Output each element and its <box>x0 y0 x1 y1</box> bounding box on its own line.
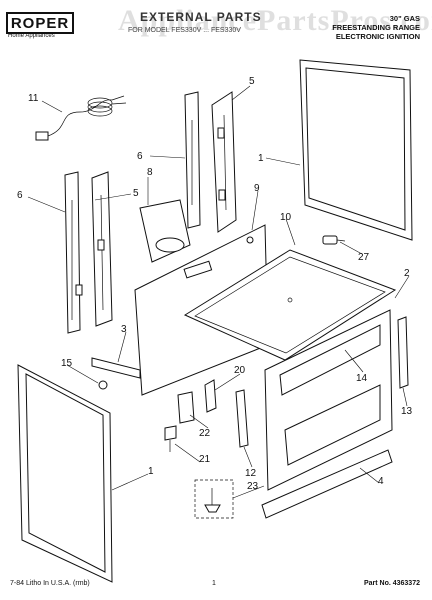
door-part-bottom <box>17 364 113 583</box>
callout: 23 <box>247 481 259 492</box>
brand-logo: ROPER <box>6 12 74 34</box>
cooktop-part <box>183 249 397 361</box>
callout: 5 <box>249 76 255 87</box>
callout-labels: 11 5 1 6 8 5 9 6 10 27 2 3 14 15 20 13 2… <box>17 76 413 492</box>
brand-subtitle: Home Appliances <box>8 33 55 39</box>
callout: 22 <box>199 428 211 439</box>
callout: 5 <box>133 188 139 199</box>
callout: 4 <box>378 476 384 487</box>
callout: 27 <box>358 252 370 263</box>
frame-part-top <box>299 59 413 241</box>
vent-part <box>139 199 191 263</box>
footer-litho: 7-84 Litho In U.S.A. (rmb) <box>10 580 90 587</box>
leveling-leg-detail <box>194 479 234 519</box>
callout: 10 <box>280 212 292 223</box>
spec-line-2: FREESTANDING RANGE <box>332 23 420 32</box>
front-frame-part <box>264 309 393 491</box>
small-parts <box>91 357 249 452</box>
model-numbers: FOR MODEL FES330V ... FES330V <box>128 27 241 34</box>
callout: 14 <box>356 373 368 384</box>
power-cord-part <box>35 95 127 141</box>
callout: 15 <box>61 358 73 369</box>
callout: 8 <box>147 167 153 178</box>
spec-line-3: ELECTRONIC IGNITION <box>335 32 420 41</box>
callout: 1 <box>258 153 264 164</box>
callout: 3 <box>121 324 127 335</box>
page-title: EXTERNAL PARTS <box>140 10 262 24</box>
callout: 2 <box>404 268 410 279</box>
footer-page-number: 1 <box>212 580 216 587</box>
callout: 13 <box>401 406 413 417</box>
upper-side-panels <box>184 91 237 233</box>
callout: 9 <box>254 183 260 194</box>
leader-lines <box>27 85 410 499</box>
left-side-panels <box>64 171 113 334</box>
watermark: AppliancePartsPros.com <box>118 4 432 37</box>
spec-line-1: 30" GAS <box>389 14 420 23</box>
footer-part-number: Part No. 4363372 <box>363 580 420 587</box>
callout: 20 <box>234 365 246 376</box>
callout: 6 <box>17 190 23 201</box>
base-plate-part <box>261 449 393 519</box>
callout: 11 <box>28 93 39 104</box>
knob-part <box>322 235 346 245</box>
callout: 1 <box>148 466 154 477</box>
brand-name: ROPER <box>10 14 70 32</box>
callout: 21 <box>199 454 211 465</box>
callout: 12 <box>245 468 257 479</box>
side-strip-part <box>397 316 409 389</box>
callout: 6 <box>137 151 143 162</box>
